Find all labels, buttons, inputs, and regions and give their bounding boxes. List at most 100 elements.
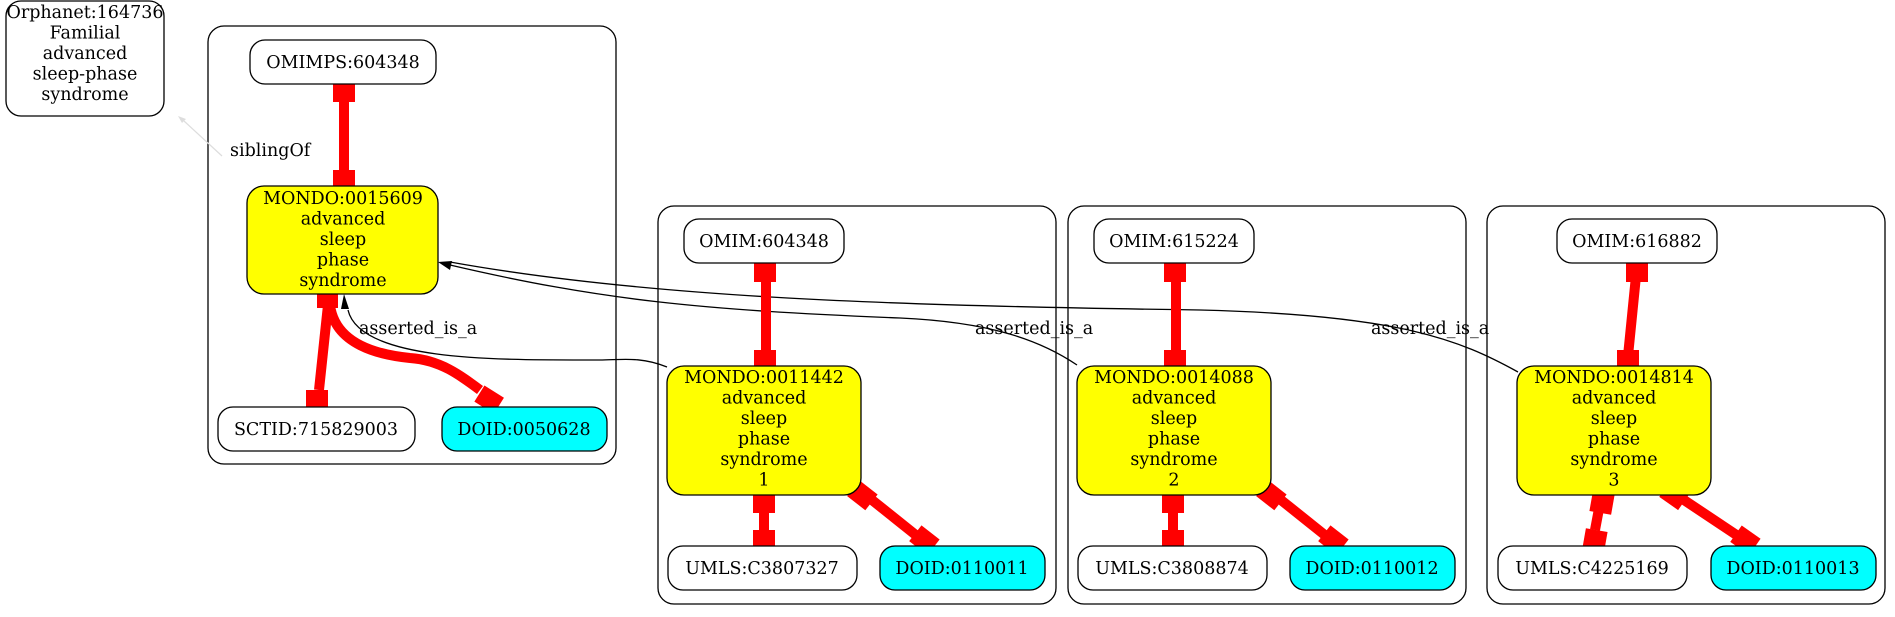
xref-marker [1626,260,1648,282]
edge-label-is-a-1: asserted_is_a [359,319,477,339]
node-orphanet-164736-label-line: syndrome [41,85,128,105]
node-mondo-0011442-label-line: advanced [722,389,807,409]
xref-edge-doid-0110012 [1272,492,1330,540]
is-a-edge-mondo-0014088 [449,264,1078,366]
xref-marker [333,81,355,102]
edge-label-is-a-2: asserted_is_a [975,319,1093,339]
node-mondo-0014814-label-line: sleep [1591,409,1638,429]
node-umls-c3808874-label-line: UMLS:C3808874 [1095,559,1249,579]
svg-text:UMLS:C3808874: UMLS:C3808874 [1095,559,1249,579]
node-umls-c3807327[interactable]: UMLS:C3807327 [667,545,858,591]
is-a-arrowhead-mondo-0014088 [438,261,452,270]
xref-edge-doid-0110013 [1675,491,1741,541]
node-mondo-0014814-label-line: phase [1588,430,1640,450]
node-omim-616882[interactable]: OMIM:616882 [1556,218,1718,264]
node-sctid-715829003[interactable]: SCTID:715829003 [217,406,416,452]
svg-text:OMIM:615224: OMIM:615224 [1109,232,1239,252]
node-mondo-0015609-label-line: phase [317,251,369,271]
node-doid-0110011[interactable]: DOID:0110011 [879,545,1046,591]
svg-text:OMIM:616882: OMIM:616882 [1572,232,1702,252]
node-mondo-0015609-label-line: MONDO:0015609 [263,189,423,209]
node-mondo-0011442-label-line: phase [738,430,790,450]
node-omim-604348[interactable]: OMIM:604348 [683,218,845,264]
cluster-mondo-0014814 [1486,205,1886,605]
xref-edge-omim-616882 [1623,275,1641,357]
is-a-edge-mondo-0014814 [449,261,1519,373]
node-mondo-0014814-label-line: MONDO:0014814 [1534,368,1694,388]
svg-text:UMLS:C3807327: UMLS:C3807327 [685,559,839,579]
edge-label-is-a-3: asserted_is_a [1371,319,1489,339]
node-orphanet-164736-label-line: sleep-phase [33,65,138,85]
node-doid-0110011-label-line: DOID:0110011 [895,559,1028,579]
sibling-of-arrowhead [178,116,186,123]
node-omim-615224-label-line: OMIM:615224 [1109,232,1239,252]
svg-text:OMIMPS:604348: OMIMPS:604348 [266,53,420,73]
xref-marker [306,390,328,410]
svg-text:OMIM:604348: OMIM:604348 [699,232,829,252]
svg-text:DOID:0110011: DOID:0110011 [895,559,1028,579]
node-umls-c4225169[interactable]: UMLS:C4225169 [1497,545,1688,591]
node-mondo-0014814-label-line: 3 [1608,471,1619,491]
node-mondo-0014088-label-line: syndrome [1130,450,1217,470]
node-mondo-0011442-label-line: 1 [758,471,769,491]
node-doid-0110012-label-line: DOID:0110012 [1305,559,1438,579]
node-orphanet-164736-label-line: Familial [50,24,121,44]
node-doid-0110012[interactable]: DOID:0110012 [1289,545,1456,591]
node-mondo-0014814-label-line: advanced [1572,389,1657,409]
node-umls-c3807327-label-line: UMLS:C3807327 [685,559,839,579]
node-orphanet-164736-label-line: advanced [43,44,128,64]
node-doid-0110013[interactable]: DOID:0110013 [1710,545,1877,591]
node-mondo-0011442-label-line: syndrome [720,450,807,470]
node-omim-615224[interactable]: OMIM:615224 [1093,218,1255,264]
xref-marker [754,260,776,282]
cluster-mondo-0015609 [207,25,617,465]
is-a-arrowhead-mondo-0011442 [341,294,349,309]
node-mondo-0011442-label-line: sleep [741,409,788,429]
xref-marker [754,350,776,370]
edges-layer [178,116,1519,373]
xref-edge-doid-0050628 [325,304,483,395]
svg-text:DOID:0110013: DOID:0110013 [1726,559,1859,579]
node-omimps-604348[interactable]: OMIMPS:604348 [249,39,437,85]
node-mondo-0015609-label-line: sleep [320,230,367,250]
xref-edge-sctid [314,304,333,391]
node-mondo-0014088-label-line: MONDO:0014088 [1094,368,1254,388]
node-mondo-0014088-label-line: 2 [1168,471,1179,491]
node-doid-0050628[interactable]: DOID:0050628 [441,406,608,452]
xref-edge-doid-0110011 [863,492,921,540]
xref-marker [753,530,775,550]
node-omim-604348-label-line: OMIM:604348 [699,232,829,252]
xref-marker [1162,530,1184,550]
node-sctid-715829003-label-line: SCTID:715829003 [234,420,398,440]
node-omimps-604348-label-line: OMIMPS:604348 [266,53,420,73]
node-umls-c4225169-label-line: UMLS:C4225169 [1515,559,1669,579]
xref-marker [1164,260,1186,282]
edge-label-sibling-of: siblingOf [230,141,312,161]
xref-marker [1162,493,1184,513]
is-a-edge-mondo-0011442 [347,309,668,368]
svg-text:UMLS:C4225169: UMLS:C4225169 [1515,559,1669,579]
node-umls-c3808874[interactable]: UMLS:C3808874 [1077,545,1268,591]
node-orphanet-164736-label-line: Orphanet:164736 [7,3,164,23]
node-mondo-0014088-label-line: advanced [1132,389,1217,409]
node-mondo-0011442-label-line: MONDO:0011442 [684,368,844,388]
node-mondo-0015609-label-line: advanced [301,210,386,230]
node-mondo-0014088-label-line: phase [1148,430,1200,450]
node-mondo-0014088-label-line: sleep [1151,409,1198,429]
node-omim-616882-label-line: OMIM:616882 [1572,232,1702,252]
node-mondo-0015609-label-line: syndrome [299,271,386,291]
xref-marker [1617,350,1639,370]
svg-text:SCTID:715829003: SCTID:715829003 [234,420,398,440]
